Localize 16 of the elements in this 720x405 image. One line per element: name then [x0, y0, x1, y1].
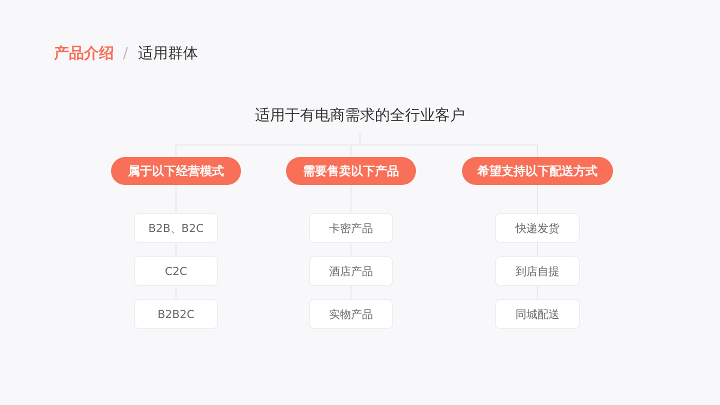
option-box: 到店自提	[495, 256, 580, 286]
option-box: B2B、B2C	[134, 213, 218, 243]
option-box: 卡密产品	[309, 213, 393, 243]
option-box: 同城配送	[495, 299, 580, 329]
breadcrumb-separator: /	[123, 44, 128, 62]
breadcrumb-current: 适用群体	[138, 44, 198, 63]
breadcrumb-link: 产品介绍	[54, 44, 114, 63]
heading-text: 适用于有电商需求的全行业客户	[252, 104, 468, 126]
option-box: B2B2C	[134, 299, 218, 329]
option-box: C2C	[134, 256, 218, 286]
category-pill: 需要售卖以下产品	[286, 157, 416, 185]
category-pill: 属于以下经营模式	[111, 157, 241, 185]
option-box: 酒店产品	[309, 256, 393, 286]
category-pill: 希望支持以下配送方式	[462, 157, 613, 185]
option-box: 快递发货	[495, 213, 580, 243]
option-box: 实物产品	[309, 299, 393, 329]
